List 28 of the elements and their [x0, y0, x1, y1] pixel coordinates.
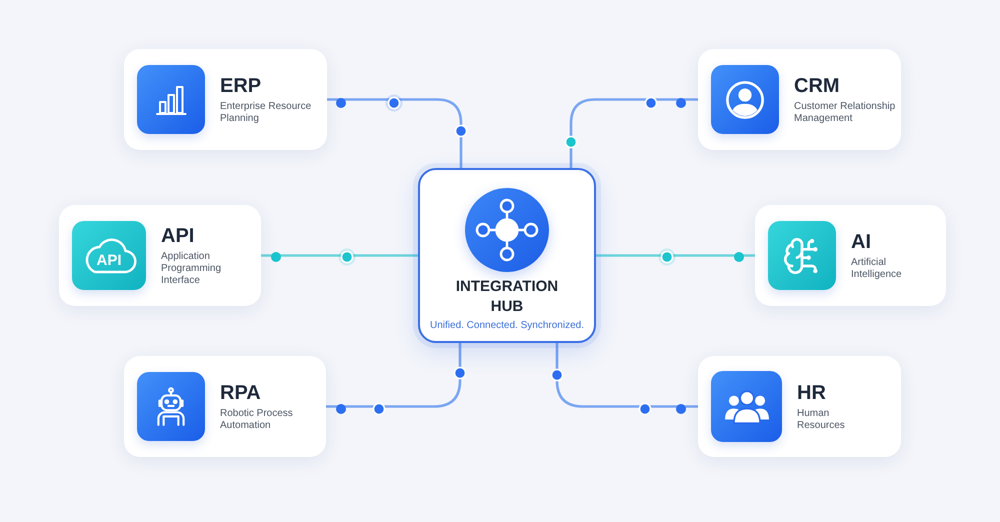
connector-line	[326, 98, 462, 170]
hub-tagline: Unified. Connected. Synchronized.	[429, 320, 585, 332]
icon-label: API	[95, 252, 122, 270]
system-card	[698, 356, 901, 457]
card-subtitle: Enterprise Resource Planning	[220, 101, 312, 125]
hub-title: INTEGRATION HUB	[454, 277, 560, 317]
system-card	[124, 49, 327, 150]
system-card	[755, 205, 946, 306]
connector-line	[324, 342, 462, 408]
card-title: ERP	[220, 74, 262, 98]
card-subtitle: Human Resources	[797, 408, 846, 432]
card-subtitle: Customer Relationship Management	[794, 101, 896, 125]
hub-box	[418, 168, 596, 343]
connector-line	[594, 254, 756, 257]
card-subtitle: Artificial Intelligence	[851, 257, 903, 281]
system-card	[59, 205, 261, 306]
card-subtitle: Application Programming Interface	[161, 251, 222, 287]
card-title: RPA	[220, 381, 261, 405]
system-card	[698, 49, 901, 150]
card-title: HR	[797, 381, 826, 405]
connector-line	[260, 254, 420, 257]
card-subtitle: Robotic Process Automation	[220, 408, 294, 432]
connector-line	[570, 98, 700, 170]
connector-line	[556, 342, 700, 408]
system-card	[124, 356, 326, 457]
card-title: CRM	[794, 74, 840, 98]
card-title: AI	[851, 230, 871, 254]
card-title: API	[161, 224, 194, 248]
